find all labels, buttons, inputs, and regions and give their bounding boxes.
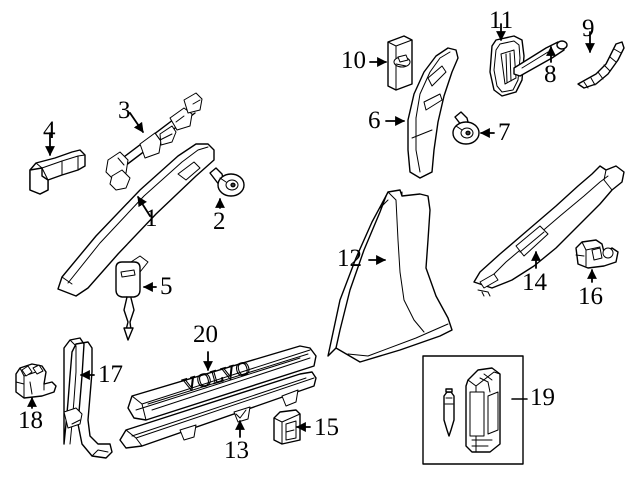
part-5-trim-clip <box>115 261 141 341</box>
part-13-sill-plate-clip <box>235 409 247 419</box>
part-14-c-pillar-trim-panel <box>473 165 625 297</box>
callout-19[interactable]: 19 <box>530 384 555 411</box>
callout-12[interactable]: 12 <box>337 245 362 272</box>
part-6-b-pillar-upper-trim <box>407 47 459 179</box>
callout-15[interactable]: 15 <box>314 414 339 441</box>
part-4-grab-handle-cover-cap <box>29 149 86 195</box>
callout-arrows <box>27 23 597 438</box>
part-12-b-pillar-lower-trim <box>327 189 453 363</box>
callout-1[interactable]: 1 <box>145 205 158 232</box>
part-11-seat-belt-height-cover <box>489 35 525 97</box>
callout-5[interactable]: 5 <box>160 273 173 300</box>
part-15-sill-plate-clip <box>273 409 301 445</box>
callout-17[interactable]: 17 <box>98 361 123 388</box>
callout-10[interactable]: 10 <box>341 47 366 74</box>
lamp-housing <box>465 367 501 453</box>
part-16-trim-retainer-clip <box>575 239 619 269</box>
callout-4[interactable]: 4 <box>43 117 56 144</box>
festoon-bulb <box>443 388 455 437</box>
callout-2[interactable]: 2 <box>213 208 226 235</box>
part-19-courtesy-lamp-and-bulb-kit <box>422 355 524 465</box>
callout-11[interactable]: 11 <box>489 7 514 34</box>
callout-16[interactable]: 16 <box>578 283 603 310</box>
part-3-grab-handle-bracket <box>105 92 203 191</box>
callout-9[interactable]: 9 <box>582 15 595 42</box>
part-2-push-pin-retainer <box>209 167 245 197</box>
callout-18[interactable]: 18 <box>18 407 43 434</box>
part-9-trim-screw <box>577 41 625 89</box>
callout-3[interactable]: 3 <box>118 97 131 124</box>
callout-7[interactable]: 7 <box>498 119 511 146</box>
part-1-a-pillar-trim-panel <box>57 143 215 297</box>
part-18-trim-retainer-clip <box>15 363 57 399</box>
callout-14[interactable]: 14 <box>522 269 547 296</box>
part-17-seat-belt-guide-bracket <box>63 337 113 459</box>
callout-8[interactable]: 8 <box>544 61 557 88</box>
part-7-push-pin-retainer <box>452 111 480 145</box>
callout-20[interactable]: 20 <box>193 321 218 348</box>
part-10-trim-plate-insert <box>387 35 413 91</box>
callout-13[interactable]: 13 <box>224 437 249 464</box>
callout-6[interactable]: 6 <box>368 107 381 134</box>
